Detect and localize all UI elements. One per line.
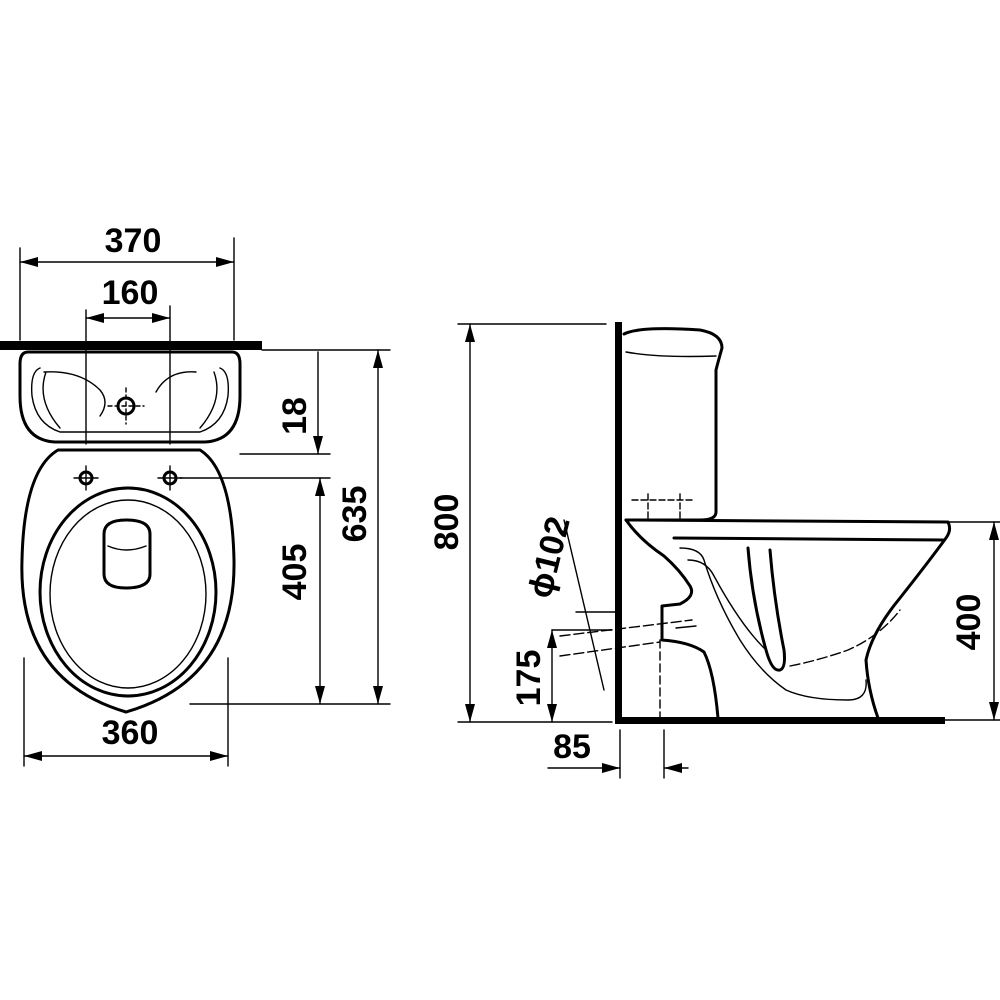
dim-85-label: 85 [553, 728, 591, 766]
dim-800-label: 800 [428, 494, 466, 551]
dim-370: 370 [19, 222, 235, 341]
cistern-outline [622, 327, 724, 522]
bowl-rim-line [672, 536, 946, 542]
bowl-well [746, 546, 786, 672]
wall-plate [0, 341, 262, 350]
seat-hole-left [73, 465, 99, 491]
dim-405-label: 405 [276, 544, 314, 601]
dim-85: 85 [547, 728, 689, 779]
flush-button [107, 387, 145, 425]
dim-18: 18 [179, 351, 331, 479]
dim-800: 800 [428, 323, 613, 723]
dim-400-label: 400 [950, 594, 988, 651]
bowl-inner [687, 559, 765, 649]
dim-635: 635 [189, 349, 391, 705]
cistern-lid-line [625, 351, 717, 358]
dim-160: 160 [85, 274, 171, 445]
bowl-rim [38, 486, 218, 698]
tank-outline [18, 350, 242, 444]
dim-370-label: 370 [105, 222, 162, 260]
dim-360-label: 360 [102, 714, 159, 752]
dim-160-label: 160 [102, 274, 159, 312]
floor [615, 717, 945, 724]
tank-rim [30, 367, 230, 433]
water-level [789, 609, 901, 667]
dim-405: 405 [276, 477, 325, 705]
dim-400: 400 [943, 521, 1000, 721]
tank-inner [42, 371, 218, 429]
bowl-inner [49, 499, 207, 689]
side-view: 800 175 ϕ102 400 [428, 322, 1000, 779]
dim-18-label: 18 [276, 397, 314, 435]
bowl-profile [624, 518, 952, 720]
dim-175: 175 [510, 629, 613, 723]
drain-outlet [559, 619, 697, 721]
dim-635-label: 635 [336, 486, 374, 543]
bowl-opening [102, 518, 152, 590]
seat-hole-right [157, 465, 183, 491]
bowl-trap [679, 547, 867, 701]
tank-bolts [631, 493, 695, 519]
dim-175-label: 175 [510, 650, 548, 707]
bowl-outline [20, 448, 236, 714]
wall [615, 322, 622, 724]
dim-360: 360 [23, 657, 229, 767]
top-view: 370 160 18 405 [0, 222, 391, 767]
dim-phi102-label: ϕ102 [521, 513, 578, 602]
